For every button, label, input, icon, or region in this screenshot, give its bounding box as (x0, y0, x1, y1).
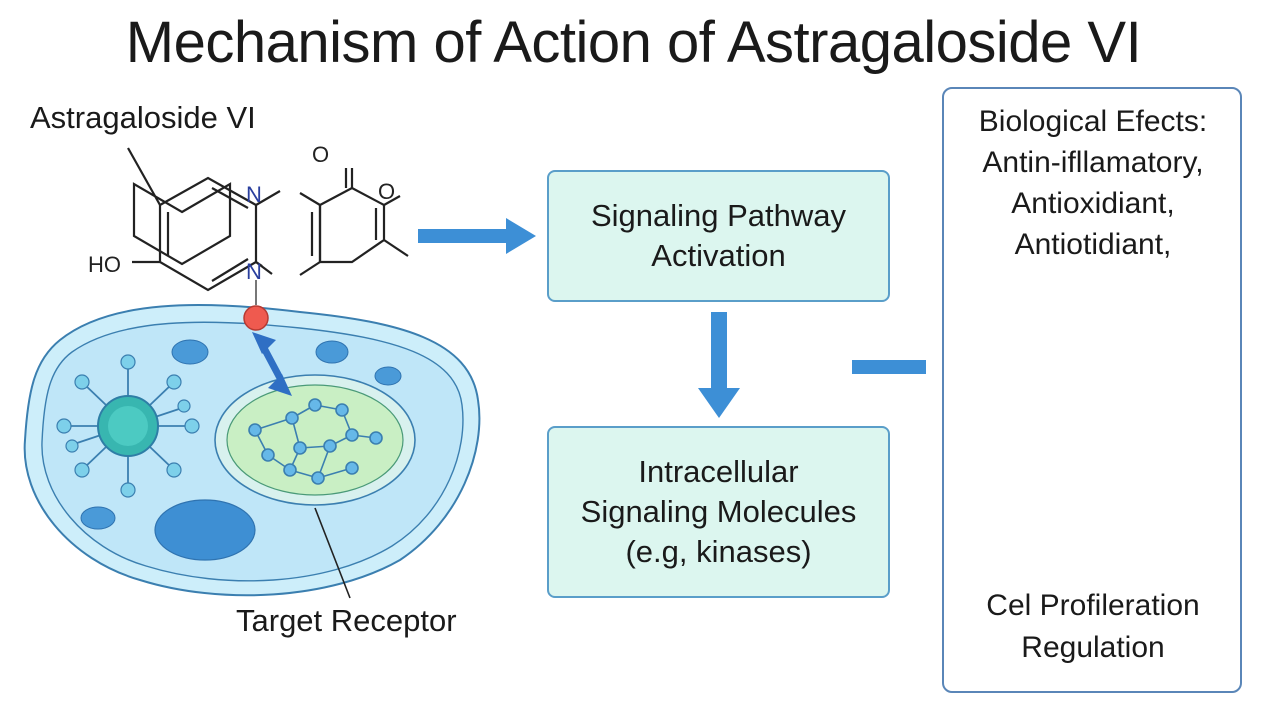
atom-ho: HO (88, 252, 121, 277)
cell-illustration (23, 304, 481, 599)
signaling-pathway-box: Signaling Pathway Activation (547, 170, 890, 302)
atom-o-top: O (312, 142, 329, 167)
cell-regulation-line2: Regulation (1021, 631, 1165, 664)
atom-n-bottom: N (246, 259, 262, 284)
molecule-label: Astragaloside VI (30, 100, 256, 135)
atom-o-right: O (378, 179, 395, 204)
effect-item: Antioxidiant, (1011, 187, 1175, 220)
binding-double-arrow (252, 332, 292, 396)
box2-line3: (e.g, kinases) (625, 534, 812, 569)
atom-n-top: N (246, 182, 262, 207)
box1-line2: Activation (651, 238, 786, 273)
effect-item: Antiotidiant, (1014, 228, 1172, 261)
biological-effects-panel (942, 87, 1242, 693)
arrow-down (698, 312, 740, 418)
astragaloside-structure (127, 147, 409, 305)
box2-line2: Signaling Molecules (580, 494, 857, 529)
effects-text: Biological Efects: Antin-ifllamatory, An… (950, 101, 1236, 265)
page-title: Mechanism of Action of Astragaloside VI (125, 10, 1142, 75)
connector-bar (852, 360, 926, 374)
box1-line1: Signaling Pathway (590, 198, 847, 233)
cell-regulation-text: Cel Profileration Regulation (950, 585, 1236, 669)
target-receptor-label: Target Receptor (236, 603, 457, 638)
arrow-to-pathway (418, 218, 536, 254)
cell-regulation-line1: Cel Profileration (986, 589, 1200, 622)
box2-line1: Intracellular (638, 454, 799, 489)
effects-heading: Biological Efects: (978, 105, 1208, 138)
binding-site-dot (243, 305, 269, 331)
signaling-molecules-box: Intracellular Signaling Molecules (e.g, … (547, 426, 890, 598)
effect-item: Antin-ifllamatory, (982, 146, 1204, 179)
